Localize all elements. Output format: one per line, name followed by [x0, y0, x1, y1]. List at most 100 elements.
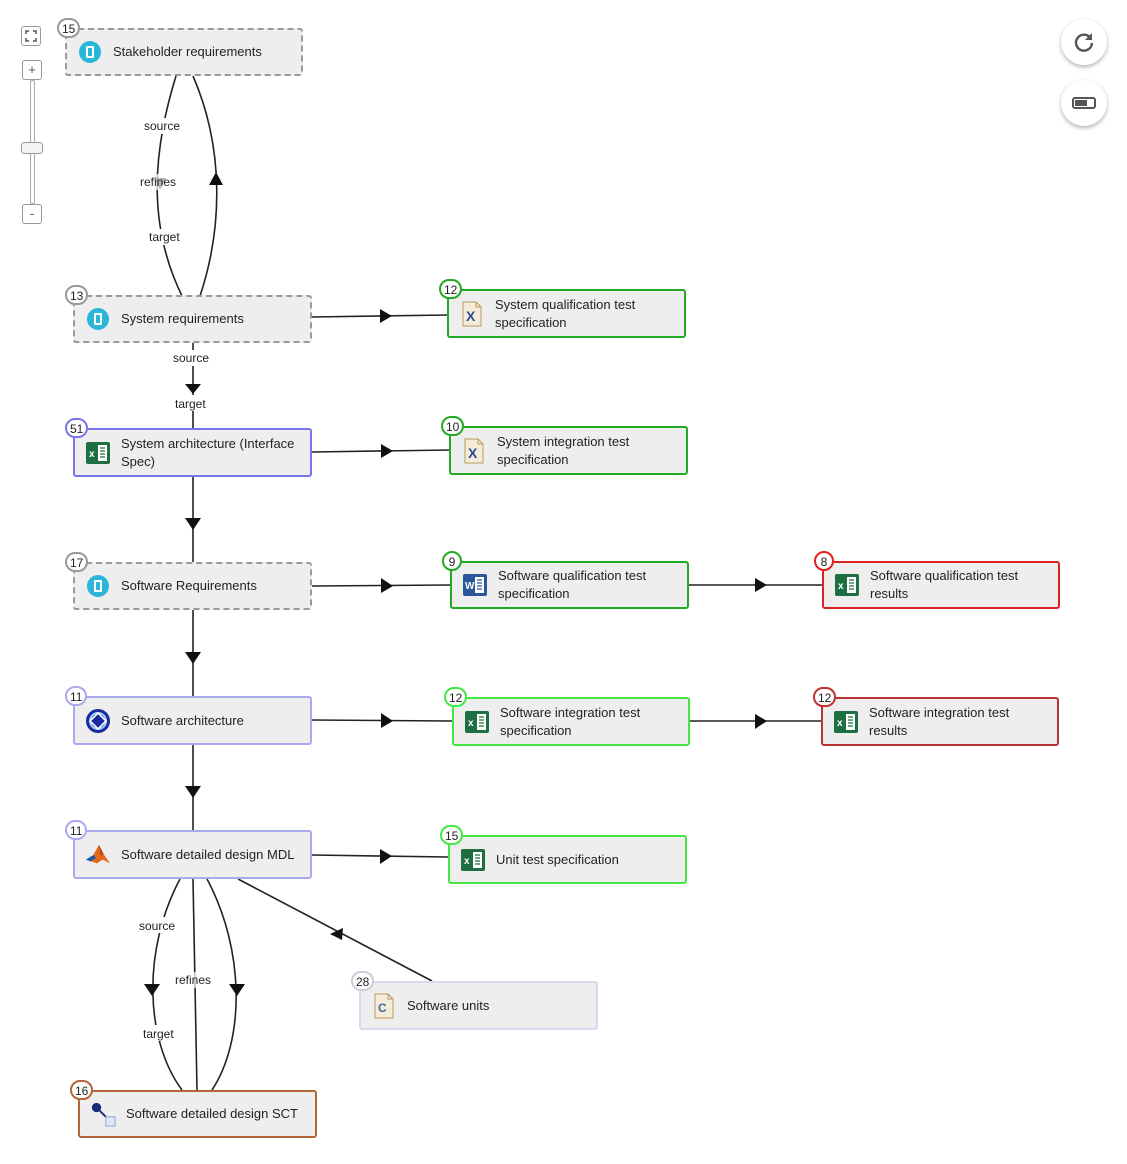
- node-software-qualification-test-specification[interactable]: 9 W Software qualification test specific…: [442, 551, 689, 609]
- count-badge: 51: [65, 418, 89, 438]
- edge-label-source: source: [139, 919, 175, 933]
- matlab-icon: [85, 842, 111, 868]
- node-unit-test-specification[interactable]: 15 x Unit test specification: [440, 825, 687, 884]
- enterprise-architect-icon: [85, 708, 111, 734]
- node-label: System integration test specification: [497, 433, 630, 467]
- node-label: Software qualification test specificatio…: [498, 568, 647, 601]
- count-badge: 8: [814, 551, 834, 571]
- svg-text:x: x: [838, 581, 844, 592]
- excel-icon: x: [834, 572, 860, 598]
- node-label: Software architecture: [121, 712, 244, 728]
- arrowhead: [185, 786, 201, 798]
- node-label: Software detailed design MDL: [121, 846, 295, 862]
- edge-units-to-mdl: [237, 878, 433, 982]
- count-badge: 11: [65, 686, 88, 706]
- arrowhead: [144, 984, 160, 996]
- edge-label-source: source: [173, 351, 209, 365]
- count-badge: 15: [57, 18, 81, 38]
- node-system-requirements[interactable]: 13 System requirements: [65, 285, 312, 343]
- node-software-detailed-design-mdl[interactable]: 11 Software detailed design MDL: [65, 820, 312, 879]
- node-label: Software integration test results: [869, 704, 1010, 738]
- node-label: Unit test specification: [496, 851, 619, 867]
- edge-system-to-stakeholder-right: [192, 75, 218, 297]
- node-label: System architecture (Interface Spec): [121, 435, 295, 469]
- fit-screen-icon: [25, 30, 37, 42]
- toggle-icon: [1072, 97, 1096, 109]
- count-badge: 9: [442, 551, 462, 571]
- node-system-qualification-test-specification[interactable]: 12 X System qualification test specifica…: [439, 279, 686, 338]
- node-software-qualification-test-results[interactable]: 8 x Software qualification test results: [814, 551, 1060, 609]
- node-software-units[interactable]: 28 C Software units: [351, 971, 598, 1030]
- node-software-architecture[interactable]: 11 Software architecture: [65, 686, 312, 745]
- svg-text:W: W: [465, 581, 475, 592]
- count-badge: 10: [441, 416, 465, 436]
- arrowhead: [229, 984, 245, 996]
- svg-text:X: X: [466, 308, 476, 324]
- arrowhead: [381, 713, 393, 728]
- count-badge: 12: [444, 687, 468, 707]
- arrowhead: [755, 714, 767, 729]
- node-label: Software detailed design SCT: [126, 1106, 298, 1121]
- edge-label-refines: refines: [140, 175, 176, 189]
- edge-label-refines: refines: [175, 973, 211, 987]
- zoom-slider-handle[interactable]: [21, 142, 43, 154]
- arrowhead: [755, 578, 767, 592]
- svg-text:x: x: [89, 449, 95, 460]
- node-system-architecture[interactable]: 51 x System architecture (Interface Spec…: [65, 418, 312, 477]
- arrowhead: [381, 578, 393, 593]
- arrowhead: [380, 309, 392, 323]
- count-badge: 28: [351, 971, 375, 991]
- zoom-out-button[interactable]: -: [22, 204, 42, 224]
- node-software-integration-test-specification[interactable]: 12 x Software integration test specifica…: [444, 687, 690, 746]
- node-label: Software qualification test results: [870, 568, 1019, 601]
- node-label: Software units: [407, 997, 490, 1013]
- count-badge: 15: [440, 825, 464, 845]
- node-system-integration-test-specification[interactable]: 10 X System integration test specificati…: [441, 416, 688, 475]
- node-label: System qualification test specification: [495, 296, 636, 330]
- refresh-icon: [1074, 33, 1094, 52]
- arrowhead: [381, 444, 393, 458]
- zoom-in-button[interactable]: +: [22, 60, 42, 80]
- edge-stakeholder-to-system-left: [156, 75, 183, 297]
- node-label: System requirements: [121, 311, 244, 326]
- arrowhead: [185, 384, 201, 394]
- count-badge: 11: [65, 820, 88, 840]
- edge-label-target: target: [149, 230, 180, 244]
- toggle-view-button[interactable]: [1061, 80, 1107, 126]
- count-badge: 16: [70, 1080, 94, 1100]
- count-badge: 12: [813, 687, 837, 707]
- count-badge: 17: [65, 552, 89, 572]
- svg-text:x: x: [468, 718, 474, 729]
- edge-label-target: target: [175, 397, 206, 411]
- node-software-integration-test-results[interactable]: 12 x Software integration test results: [813, 687, 1059, 746]
- arrowhead: [209, 172, 223, 185]
- count-badge: 13: [65, 285, 89, 305]
- xml-doc-icon: X: [461, 438, 487, 464]
- node-label: Software Requirements: [121, 578, 257, 593]
- arrowhead: [185, 518, 201, 530]
- c-file-icon: C: [371, 993, 397, 1019]
- node-software-requirements[interactable]: 17 Software Requirements: [65, 552, 312, 610]
- node-software-detailed-design-sct[interactable]: 16 Software detailed design SCT: [70, 1080, 317, 1138]
- count-badge: 12: [439, 279, 463, 299]
- node-stakeholder-requirements[interactable]: 15 Stakeholder requirements: [57, 18, 303, 76]
- arrowhead: [380, 849, 392, 864]
- svg-text:x: x: [464, 856, 470, 867]
- xml-doc-icon: X: [459, 301, 485, 327]
- svg-text:X: X: [468, 445, 478, 461]
- word-icon: W: [462, 572, 488, 598]
- arrowhead: [330, 928, 343, 940]
- edge-label-target: target: [143, 1027, 174, 1041]
- svg-text:x: x: [837, 718, 843, 729]
- edge-label-source: source: [144, 119, 180, 133]
- excel-icon: x: [460, 847, 486, 873]
- polarion-icon: [85, 306, 111, 332]
- excel-icon: x: [464, 709, 490, 735]
- statechart-icon: [90, 1101, 116, 1127]
- excel-icon: x: [833, 709, 859, 735]
- fit-screen-button[interactable]: [21, 26, 41, 46]
- arrowhead: [185, 652, 201, 664]
- refresh-button[interactable]: [1061, 19, 1107, 65]
- node-label: Software integration test specification: [500, 704, 641, 738]
